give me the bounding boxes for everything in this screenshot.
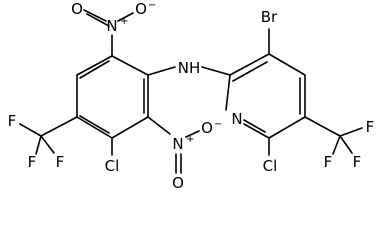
lower-nitro-minus-charge: − xyxy=(214,119,222,130)
right-cf3-fluorine-1-label: F xyxy=(366,118,375,136)
molecule-diagram: NH N Br Cl Cl N + O O − N + O − O F F F … xyxy=(7,0,375,192)
lower-nitro-oxygen-bottom-label: O xyxy=(172,174,184,192)
lower-nitro-plus-charge: + xyxy=(186,134,194,145)
cf3-group-left xyxy=(19,116,78,155)
top-nitro-oxygen-left-label: O xyxy=(71,0,83,18)
benzene-ring xyxy=(76,55,149,139)
top-nitro-nitrogen-label: N xyxy=(106,17,117,35)
lower-nitro-oxygen-right-label: O xyxy=(201,119,213,137)
bromine-label: Br xyxy=(261,8,278,26)
structure-drawing: NH N Br Cl Cl N + O O − N + O − O F F F … xyxy=(8,0,375,192)
nh-label: NH xyxy=(178,59,201,77)
nitro-group-top xyxy=(83,9,134,57)
benzene-chlorine-label: Cl xyxy=(105,157,120,175)
top-nitro-plus-charge: + xyxy=(120,16,128,27)
right-cf3-fluorine-2-label: F xyxy=(324,153,333,171)
pyridine-ring xyxy=(225,53,306,139)
left-cf3-fluorine-1-label: F xyxy=(8,112,17,130)
left-cf3-fluorine-3-label: F xyxy=(56,153,65,171)
ring-nitrogen-label: N xyxy=(231,110,242,128)
left-cf3-fluorine-2-label: F xyxy=(28,153,37,171)
nitro-group-lower xyxy=(147,116,200,174)
bond-c-nh xyxy=(147,66,176,76)
lower-nitro-nitrogen-label: N xyxy=(172,135,183,153)
cf3-group-right xyxy=(304,116,363,155)
right-cf3-fluorine-3-label: F xyxy=(353,153,362,171)
top-nitro-minus-charge: − xyxy=(148,0,156,11)
top-nitro-oxygen-right-label: O xyxy=(135,0,147,18)
pyridine-chlorine-label: Cl xyxy=(263,157,278,175)
bond-nh-c xyxy=(201,66,231,76)
